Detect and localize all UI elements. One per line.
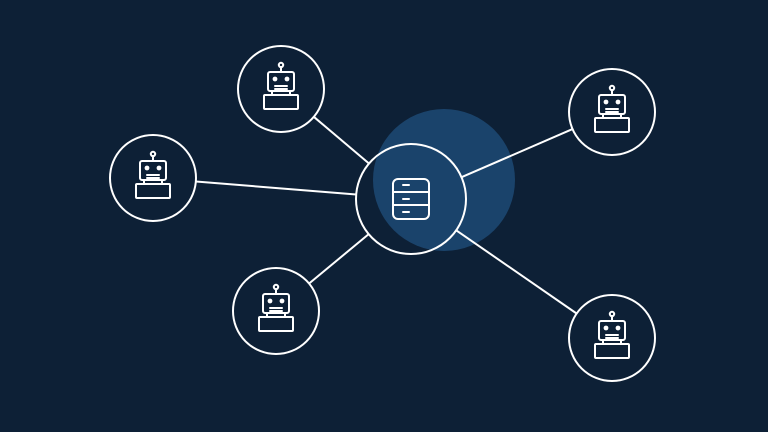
connector-line — [195, 180, 357, 196]
connector-line — [308, 233, 370, 285]
connector-line — [461, 128, 573, 179]
agent-node — [109, 134, 197, 222]
agent-nodes — [109, 45, 656, 382]
agent-node — [568, 294, 656, 382]
connector-line — [313, 116, 370, 165]
agent-node — [568, 68, 656, 156]
connector-line — [455, 229, 578, 315]
agent-node — [237, 45, 325, 133]
hub-ring — [355, 143, 467, 255]
agent-node — [232, 267, 320, 355]
database-hub-node — [355, 143, 467, 255]
connector-lines — [195, 116, 578, 315]
